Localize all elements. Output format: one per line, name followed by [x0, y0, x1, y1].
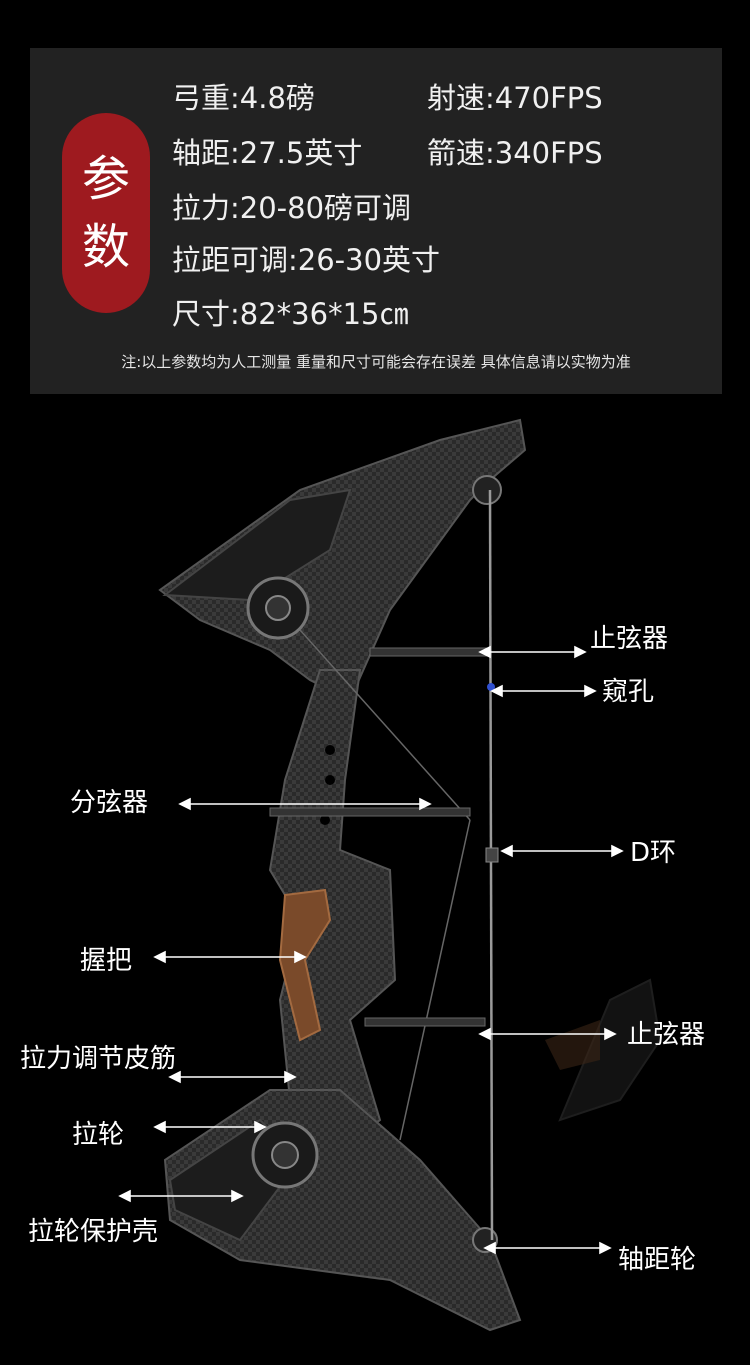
- label-cable-slide: 分弦器: [70, 788, 149, 818]
- spec-size: 尺寸:82*36*15㎝: [172, 297, 409, 331]
- compound-bow-image: [118, 418, 662, 1332]
- spec-bow-weight: 弓重:4.8磅: [172, 81, 315, 115]
- spec-note: 注:以上参数均为人工测量 重量和尺寸可能会存在误差 具体信息请以实物为准: [121, 353, 631, 371]
- label-grip: 握把: [80, 946, 133, 976]
- label-string-stop-bottom: 止弦器: [627, 1020, 706, 1050]
- spec-draw-weight: 拉力:20-80磅可调: [172, 191, 412, 225]
- label-cam: 拉轮: [72, 1120, 125, 1150]
- label-string-stop-top: 止弦器: [590, 624, 669, 654]
- spec-arrow-speed: 箭速:340FPS: [427, 136, 603, 170]
- spec-shoot-speed: 射速:470FPS: [427, 81, 603, 115]
- label-d-loop: D环: [630, 838, 677, 868]
- label-peep-sight: 窥孔: [602, 677, 655, 707]
- spec-badge: 参 数: [62, 113, 150, 313]
- badge-char-2: 数: [81, 219, 130, 275]
- spec-draw-length: 拉距可调:26-30英寸: [172, 243, 441, 277]
- badge-char-1: 参: [81, 151, 130, 207]
- label-cam-cover: 拉轮保护壳: [28, 1217, 159, 1247]
- spec-axle-length: 轴距:27.5英寸: [172, 136, 363, 170]
- label-draw-weight-cord: 拉力调节皮筋: [20, 1044, 177, 1074]
- label-axle-wheel: 轴距轮: [618, 1245, 697, 1275]
